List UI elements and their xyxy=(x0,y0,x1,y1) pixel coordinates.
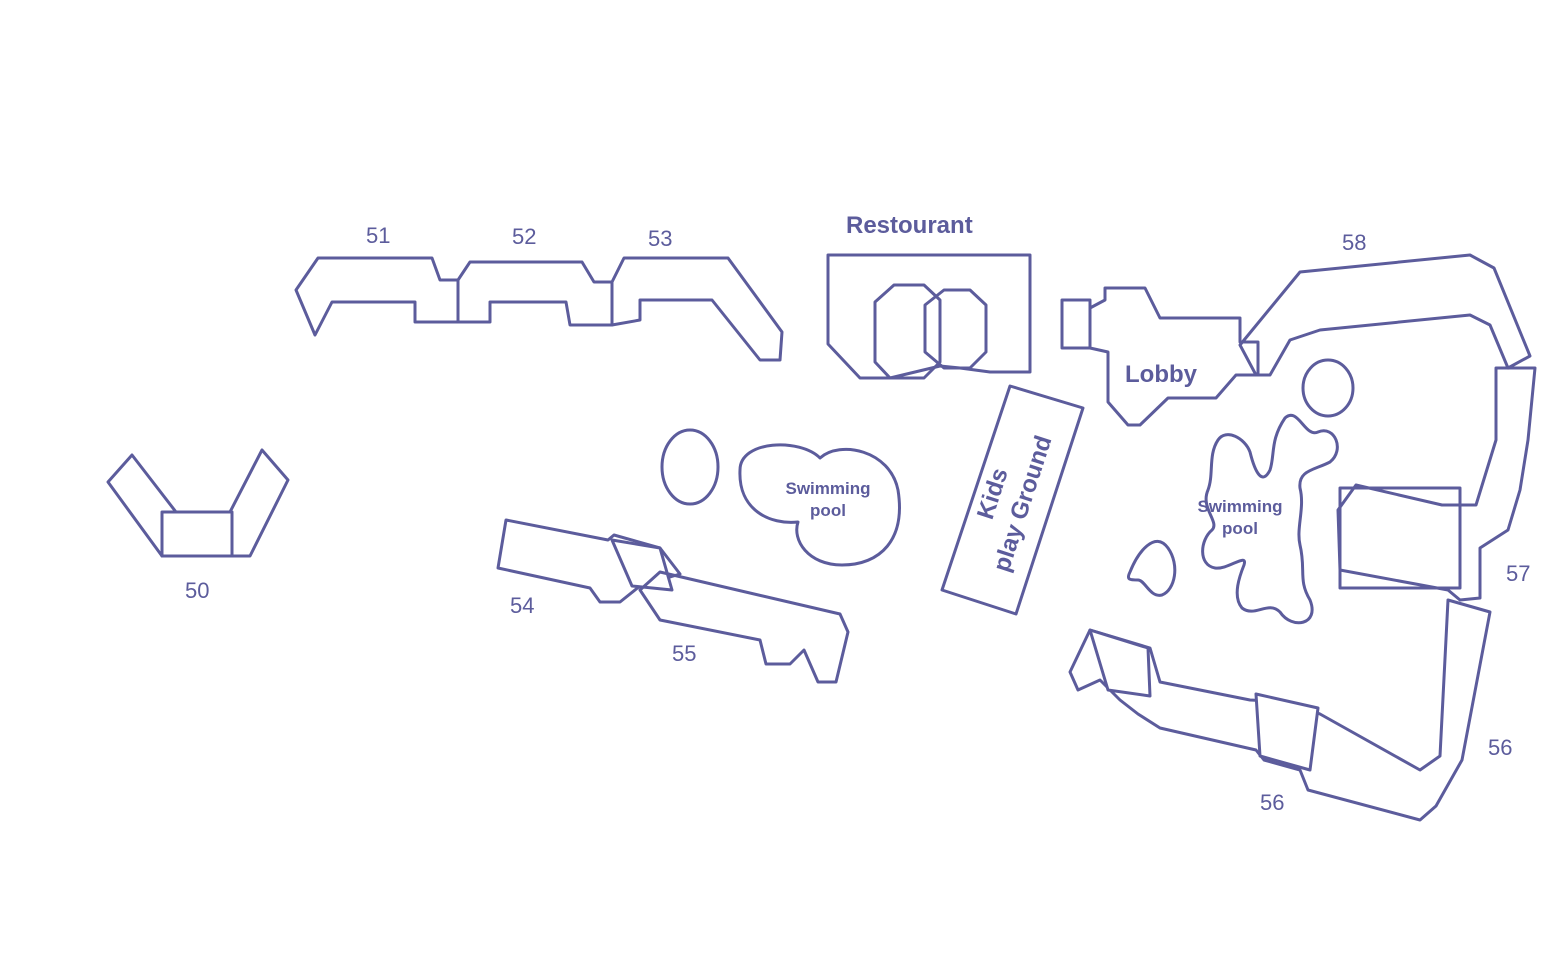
pool-left-label-line2: pool xyxy=(810,501,846,520)
pool-right-label-line2: pool xyxy=(1222,519,1258,538)
building-58-number: 58 xyxy=(1342,230,1366,255)
restaurant-building xyxy=(826,253,1032,380)
building-50 xyxy=(106,448,290,558)
building-52-number: 52 xyxy=(512,224,536,249)
building-50-number: 50 xyxy=(185,578,209,603)
building-56-number-bottom: 56 xyxy=(1260,790,1284,815)
building-53-number: 53 xyxy=(648,226,672,251)
building-56 xyxy=(1068,598,1492,822)
kids-playground: Kids play Ground xyxy=(940,384,1085,616)
building-55-number: 55 xyxy=(672,641,696,666)
restaurant-label: Restourant xyxy=(846,212,973,239)
small-pool-right xyxy=(1301,358,1355,418)
pool-left-label-line1: Swimming xyxy=(785,479,870,498)
building-53 xyxy=(610,256,784,362)
swimming-pool-right: Swimming pool xyxy=(1126,414,1339,625)
lobby-label: Lobby xyxy=(1125,361,1198,388)
building-52 xyxy=(456,260,614,327)
swimming-pool-left: Swimming pool xyxy=(738,443,901,567)
building-51 xyxy=(294,256,460,337)
building-55 xyxy=(638,570,850,684)
building-54 xyxy=(496,518,682,604)
building-57-number: 57 xyxy=(1506,561,1530,586)
small-pool-left xyxy=(660,428,720,506)
building-56-number-right: 56 xyxy=(1488,735,1512,760)
pool-right-label-line1: Swimming xyxy=(1197,497,1282,516)
lobby-building xyxy=(1060,286,1260,427)
building-57 xyxy=(1336,366,1537,602)
building-54-number: 54 xyxy=(510,593,534,618)
building-58 xyxy=(1238,253,1532,377)
building-51-number: 51 xyxy=(366,223,390,248)
